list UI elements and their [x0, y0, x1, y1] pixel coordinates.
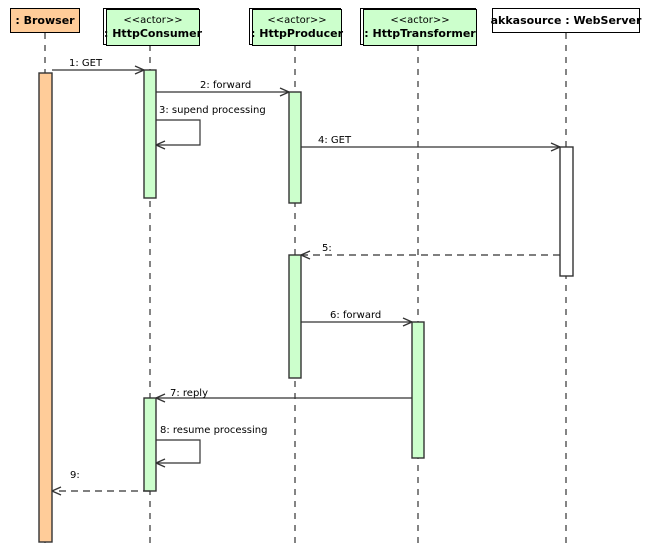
arrowhead-upper — [155, 458, 166, 464]
lifeline-name-httpconsumer: : HttpConsumer — [104, 27, 203, 40]
lifeline-header-body-httptransformer: <<actor>>: HttpTransformer — [363, 9, 477, 46]
lifeline-header-httpconsumer[interactable]: <<actor>>: HttpConsumer — [103, 8, 203, 46]
arrowhead-lower — [155, 144, 166, 150]
arrowhead — [155, 458, 166, 468]
arrowhead-lower — [402, 321, 413, 327]
message-4[interactable] — [301, 142, 561, 152]
message-9[interactable] — [51, 486, 150, 496]
activation-bar-webserver-5[interactable] — [559, 146, 574, 277]
message-3[interactable] — [155, 119, 201, 150]
arrowhead — [279, 87, 290, 97]
arrowhead-upper — [300, 250, 311, 256]
lifeline-name-webserver: akkasource : WebServer — [490, 14, 642, 27]
message-2[interactable] — [156, 87, 290, 97]
arrowhead — [550, 142, 561, 152]
lifeline-header-body-webserver: akkasource : WebServer — [490, 8, 642, 33]
lifeline-header-webserver[interactable]: akkasource : WebServer — [490, 8, 642, 33]
activation-bar-browser-0[interactable] — [38, 72, 53, 543]
lifeline-layer — [44, 33, 567, 548]
message-label-6: 6: forward — [330, 310, 382, 321]
arrowhead-lower — [279, 91, 290, 97]
arrowhead-lower — [550, 146, 561, 152]
activation-layer — [38, 69, 574, 543]
message-label-4: 4: GET — [318, 135, 352, 146]
lifeline-stereotype-httpconsumer: <<actor>> — [123, 15, 183, 26]
lifeline-header-body-httpproducer: <<actor>>: HttpProducer — [251, 9, 343, 46]
arrowhead-upper — [155, 393, 166, 399]
arrowhead — [155, 140, 166, 150]
activation-bar-httptransformer-4[interactable] — [411, 321, 425, 459]
lifeline-name-httptransformer: : HttpTransformer — [364, 27, 476, 40]
arrowhead-upper — [279, 87, 290, 93]
message-label-8: 8: resume processing — [160, 425, 268, 436]
arrowhead — [300, 250, 311, 260]
lifeline-name-browser: : Browser — [15, 14, 75, 27]
lifeline-name-httpproducer: : HttpProducer — [251, 27, 343, 40]
arrowhead — [134, 65, 145, 75]
activation-bar-httpproducer-2[interactable] — [288, 91, 302, 204]
arrowhead-lower — [134, 69, 145, 75]
message-1[interactable] — [52, 65, 145, 75]
message-label-1: 1: GET — [69, 58, 103, 69]
activation-bar-httpconsumer-1[interactable] — [143, 69, 157, 199]
arrowhead-upper — [550, 142, 561, 148]
message-5[interactable] — [300, 250, 560, 260]
lifeline-header-body-httpconsumer: <<actor>>: HttpConsumer — [104, 9, 203, 46]
message-layer — [51, 65, 561, 496]
lifeline-stereotype-httpproducer: <<actor>> — [267, 15, 327, 26]
message-label-7: 7: reply — [170, 388, 208, 399]
message-8[interactable] — [155, 439, 201, 468]
activation-bar-httpconsumer-6[interactable] — [143, 397, 157, 492]
message-label-5: 5: — [322, 243, 332, 254]
message-path-8 — [156, 439, 201, 464]
lifeline-header-httptransformer[interactable]: <<actor>>: HttpTransformer — [360, 8, 477, 46]
arrowhead-upper — [402, 317, 413, 323]
arrowhead-upper — [51, 486, 62, 492]
lifeline-header-body-browser: : Browser — [10, 8, 80, 33]
lifeline-header-httpproducer[interactable]: <<actor>>: HttpProducer — [249, 8, 343, 46]
message-label-9: 9: — [70, 470, 80, 481]
message-6[interactable] — [301, 317, 413, 327]
arrowhead — [402, 317, 413, 327]
arrowhead-lower — [155, 462, 166, 468]
lifeline-header-browser[interactable]: : Browser — [10, 8, 80, 33]
arrowhead-upper — [134, 65, 145, 71]
message-label-3: 3: supend processing — [159, 105, 266, 116]
arrowhead-lower — [155, 397, 166, 403]
message-path-3 — [156, 119, 201, 146]
message-label-2: 2: forward — [200, 80, 252, 91]
arrowhead — [155, 393, 166, 403]
arrowhead — [51, 486, 62, 496]
lifeline-stereotype-httptransformer: <<actor>> — [390, 15, 450, 26]
activation-bar-httpproducer-3[interactable] — [288, 254, 302, 379]
arrowhead-upper — [155, 140, 166, 146]
arrowhead-lower — [51, 490, 62, 496]
message-7[interactable] — [155, 393, 412, 403]
arrowhead-lower — [300, 254, 311, 260]
